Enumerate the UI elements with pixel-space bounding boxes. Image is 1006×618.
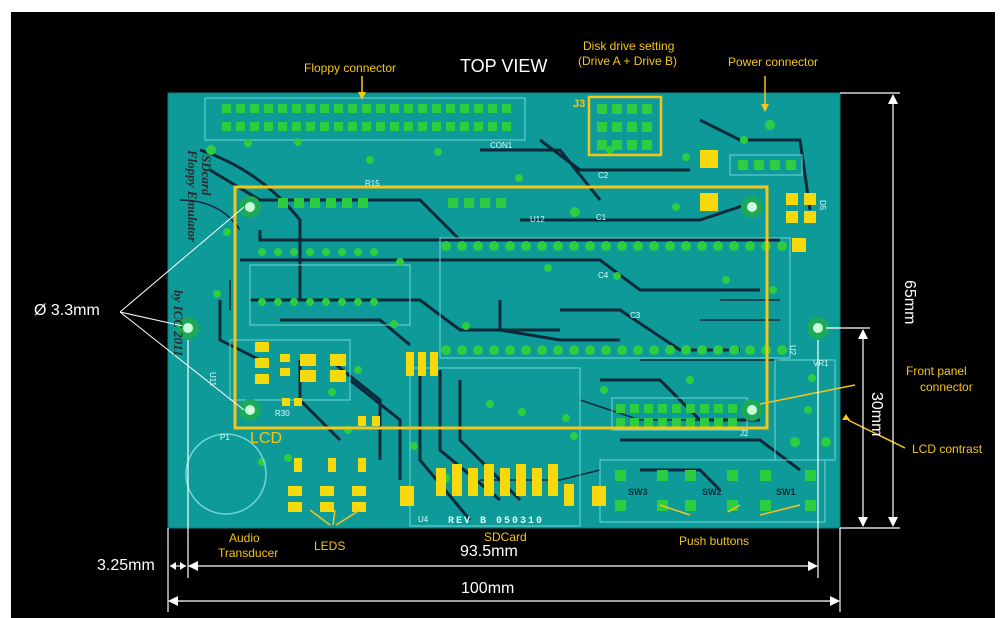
silk-sw1: SW1 — [776, 487, 796, 497]
silk-sw2: SW2 — [702, 487, 722, 497]
silk-u11: U11 — [208, 372, 217, 387]
silk-c3: C3 — [630, 311, 641, 320]
silk-r15: R15 — [365, 179, 380, 188]
silk-j3: J3 — [573, 98, 585, 110]
silk-c1: C1 — [596, 213, 607, 222]
leds-label: LEDS — [314, 539, 346, 553]
silk-u2: U2 — [788, 345, 797, 356]
silk-board-name-1: SDcard — [199, 155, 214, 196]
disk-drive-setting-label-2: (Drive A + Drive B) — [578, 54, 678, 68]
silk-sw3: SW3 — [628, 487, 648, 497]
silk-c4: C4 — [598, 271, 609, 280]
width-label: 100mm — [461, 580, 515, 597]
disk-drive-jumper-pins — [597, 104, 652, 150]
silk-vr1: VR1 — [813, 359, 829, 368]
silk-u4: U4 — [418, 515, 429, 524]
callout-pointers — [309, 76, 906, 526]
floppy-connector-pins — [222, 104, 511, 131]
audio-transducer-label-2: Transducer — [218, 546, 279, 560]
silk-j2: J2 — [740, 429, 749, 438]
jumper-highlight-box — [587, 95, 663, 157]
front-panel-connector-label-2: connector — [920, 380, 973, 394]
front-panel-pins — [616, 404, 737, 427]
hole-pointers — [119, 206, 245, 411]
lcd-contrast-label: LCD contrast — [912, 442, 983, 456]
audio-transducer-outline — [185, 433, 267, 515]
silk-d5: D5 — [818, 200, 827, 211]
mounting-holes — [177, 196, 829, 421]
silk-rev: REV B 050310 — [448, 516, 544, 527]
mcu-top-row-pins — [441, 241, 787, 251]
power-connector-pins — [738, 160, 796, 170]
silk-u12: U12 — [530, 215, 545, 224]
silk-c2: C2 — [598, 171, 609, 180]
hole-spacing-label: 93.5mm — [460, 543, 518, 560]
silk-board-name: SDcard Floppy Emulator by ICC 2011 — [171, 149, 214, 356]
push-buttons-label: Push buttons — [679, 534, 750, 548]
lcd-outline-box — [233, 185, 769, 430]
ic-header-pins — [278, 198, 506, 208]
front-panel-connector-label-1: Front panel — [906, 364, 967, 378]
pcb-board — [167, 92, 841, 529]
vias — [206, 120, 831, 483]
dim-height-label: 65mm — [901, 280, 918, 324]
power-connector-label: Power connector — [728, 55, 819, 69]
silk-p1: P1 — [220, 433, 230, 442]
hole-diameter-label: Ø 3.3mm — [34, 302, 100, 319]
sdcard-label: SDCard — [484, 530, 527, 544]
silk-board-name-3: by ICC 2011 — [171, 290, 186, 356]
title: TOP VIEW — [460, 56, 548, 76]
disk-drive-setting-label-1: Disk drive setting — [583, 39, 675, 53]
silk-r30: R30 — [275, 409, 290, 418]
dimension-lines — [167, 92, 900, 612]
floppy-connector-label: Floppy connector — [304, 61, 397, 75]
edge-offset-label: 3.25mm — [97, 557, 155, 574]
small-ic-pins — [258, 248, 378, 306]
silk-con1: CON1 — [490, 141, 513, 150]
dim-mount-offset-label: 30mm — [868, 392, 885, 436]
smd-parts — [255, 150, 816, 512]
mcu-bottom-row-pins — [441, 345, 787, 355]
lcd-label: LCD — [250, 430, 283, 447]
audio-transducer-label-1: Audio — [229, 531, 260, 545]
silk-board-name-2: Floppy Emulator — [185, 149, 200, 243]
